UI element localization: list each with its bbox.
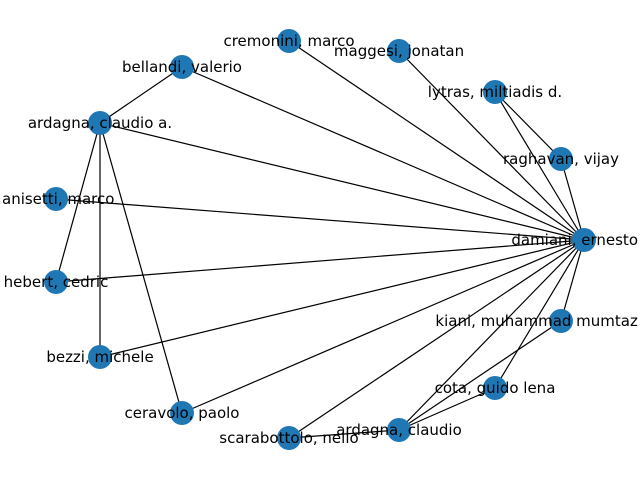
edge-damiani-lytras xyxy=(494,91,585,241)
node-label-ardagna_ca: ardagna, claudio a. xyxy=(28,114,172,132)
node-scarabottolo xyxy=(277,426,301,450)
node-ardagna_c xyxy=(387,418,411,442)
node-cremonini xyxy=(277,29,301,53)
node-ardagna_ca xyxy=(88,111,112,135)
node-label-bezzi: bezzi, michele xyxy=(46,348,153,366)
edge-damiani-maggesi xyxy=(398,50,585,241)
node-label-cremonini: cremonini, marco xyxy=(223,32,354,50)
node-label-ardagna_c: ardagna, claudio xyxy=(336,421,462,439)
node-label-bellandi: bellandi, valerio xyxy=(122,58,242,76)
node-cota xyxy=(483,376,507,400)
edge-damiani-hebert xyxy=(55,239,585,283)
edge-ardagna_ca-bellandi xyxy=(99,66,183,124)
node-label-damiani: damiani, ernesto xyxy=(511,231,638,249)
edge-ardagna_ca-ceravolo xyxy=(99,122,183,414)
node-label-kiani: kiani, muhammad mumtaz xyxy=(435,312,638,330)
node-bellandi xyxy=(170,55,194,79)
edge-damiani-cota xyxy=(494,239,585,389)
edge-damiani-scarabottolo xyxy=(288,239,585,439)
node-label-anisetti: anisetti, marco xyxy=(2,190,114,208)
node-anisetti xyxy=(44,187,68,211)
node-label-raghavan: raghavan, vijay xyxy=(503,150,619,168)
node-layer xyxy=(44,29,596,450)
edge-ardagna_c-kiani xyxy=(398,320,562,431)
edge-ardagna_c-cota xyxy=(398,387,496,431)
node-label-ceravolo: ceravolo, paolo xyxy=(124,404,239,422)
node-hebert xyxy=(44,270,68,294)
node-kiani xyxy=(549,309,573,333)
node-lytras xyxy=(483,80,507,104)
node-label-lytras: lytras, miltiadis d. xyxy=(428,83,562,101)
edge-damiani-kiani xyxy=(560,239,585,322)
edge-damiani-ardagna_ca xyxy=(99,122,585,241)
node-label-maggesi: maggesi, jonatan xyxy=(334,42,464,60)
edge-damiani-ceravolo xyxy=(181,239,585,414)
node-label-hebert: hebert, cedric xyxy=(4,273,109,291)
node-raghavan xyxy=(549,147,573,171)
label-layer: damiani, ernesto raghavan, vijay lytras, m… xyxy=(2,32,638,447)
edge-damiani-bellandi xyxy=(181,66,585,241)
node-ceravolo xyxy=(170,401,194,425)
node-damiani xyxy=(572,228,596,252)
edge-damiani-raghavan xyxy=(560,158,585,241)
edge-damiani-anisetti xyxy=(55,198,585,241)
node-bezzi xyxy=(88,345,112,369)
edge-ardagna_c-scarabottolo xyxy=(288,429,400,439)
edge-layer xyxy=(55,40,585,439)
node-label-cota: cota, guido lena xyxy=(435,379,556,397)
edge-damiani-cremonini xyxy=(288,40,585,241)
edge-raghavan-lytras xyxy=(494,91,562,160)
edge-damiani-ardagna_c xyxy=(398,239,585,431)
node-label-scarabottolo: scarabottolo, nello xyxy=(219,429,358,447)
edge-damiani-bezzi xyxy=(99,239,585,358)
node-maggesi xyxy=(387,39,411,63)
edge-ardagna_ca-hebert xyxy=(55,122,101,283)
